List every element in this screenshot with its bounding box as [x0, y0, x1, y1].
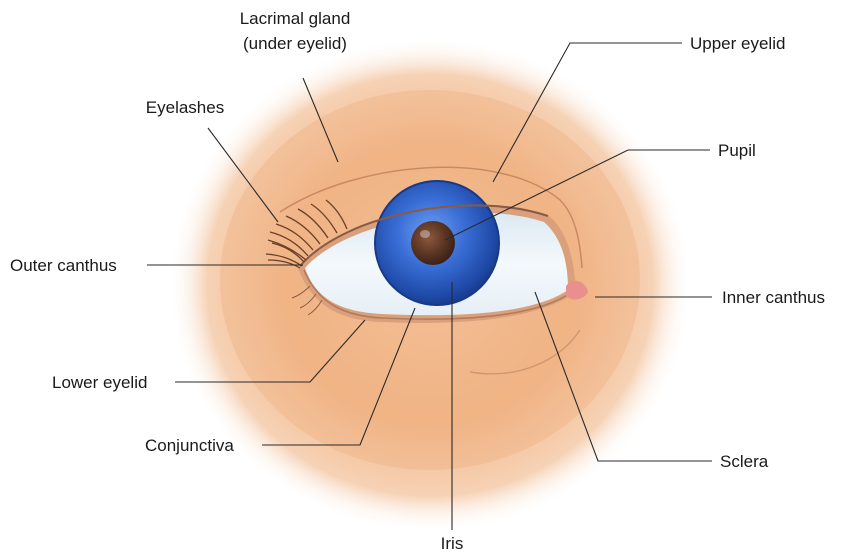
- label-iris: Iris: [441, 534, 464, 553]
- pupil-highlight: [420, 230, 430, 238]
- label-eyelashes: Eyelashes: [146, 98, 224, 117]
- label-pupil: Pupil: [718, 141, 756, 160]
- label-conjunctiva: Conjunctiva: [145, 436, 234, 455]
- pupil: [411, 221, 455, 265]
- label-lacrimal-gland-line2: (under eyelid): [243, 34, 347, 53]
- label-sclera: Sclera: [720, 452, 769, 471]
- label-lower-eyelid: Lower eyelid: [52, 373, 147, 392]
- label-lacrimal-gland-line1: Lacrimal gland: [240, 9, 351, 28]
- label-inner-canthus: Inner canthus: [722, 288, 825, 307]
- label-upper-eyelid: Upper eyelid: [690, 34, 785, 53]
- label-outer-canthus: Outer canthus: [10, 256, 117, 275]
